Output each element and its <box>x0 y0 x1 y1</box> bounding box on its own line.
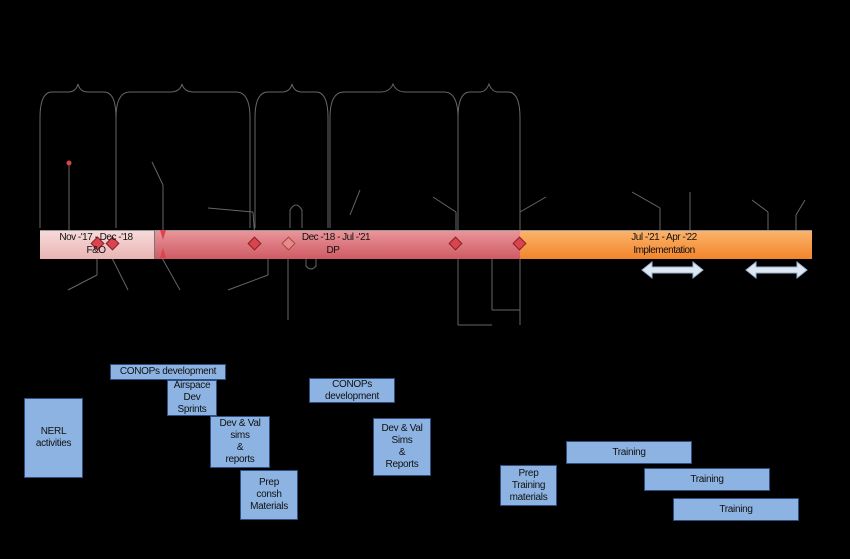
milestone-marker <box>160 230 166 240</box>
milestone-marker <box>160 248 166 258</box>
dev-val-sims-box: Dev & Val sims & reports <box>210 416 270 468</box>
phase2-dates: Dec -'18 - Jul -'21 <box>301 232 371 243</box>
milestone-diamond <box>512 236 527 251</box>
nerl-activities-box: NERL activities <box>24 398 83 478</box>
prep-consultation-materials-box: Prep consh Materials <box>240 470 298 520</box>
milestone-diamond <box>90 236 105 251</box>
phase-bar-fo <box>40 230 154 259</box>
phase-braces <box>39 82 521 119</box>
phase2-name: DP <box>326 245 340 256</box>
milestone-diamond-light <box>281 236 296 251</box>
phase3-dates: Jul -'21 - Apr -'22 <box>631 232 697 243</box>
phase3-name: Implementation <box>633 245 695 256</box>
double-arrow-icon <box>745 260 808 280</box>
phase-bar-implementation <box>520 230 812 259</box>
training-box-2: Training <box>644 468 770 491</box>
double-arrow-icon <box>641 260 704 280</box>
conops-development-box-2: CONOPs development <box>309 378 395 403</box>
connector-lines <box>39 118 806 326</box>
airspace-dev-sprints-box: Airspace Dev Sprints <box>167 380 217 416</box>
brace-5 <box>457 82 521 119</box>
brace-1 <box>39 83 117 119</box>
prep-training-materials-box: Prep Training materials <box>500 465 557 506</box>
milestone-diamond <box>105 236 120 251</box>
conops-development-box: CONOPs development <box>110 364 226 380</box>
brace-3 <box>254 83 329 119</box>
milestone-diamond <box>247 236 262 251</box>
milestone-diamond <box>448 236 463 251</box>
training-box-3: Training <box>673 498 799 521</box>
dev-val-sims-reports-box: Dev & Val Sims & Reports <box>373 418 431 476</box>
brace-4 <box>329 82 459 119</box>
training-box-1: Training <box>566 441 692 464</box>
brace-2 <box>115 83 251 119</box>
phase1-name: F&O <box>86 245 106 256</box>
phase1-dates: Nov -'17 - Dec -'18 <box>59 232 133 243</box>
pin-marker <box>66 160 72 166</box>
